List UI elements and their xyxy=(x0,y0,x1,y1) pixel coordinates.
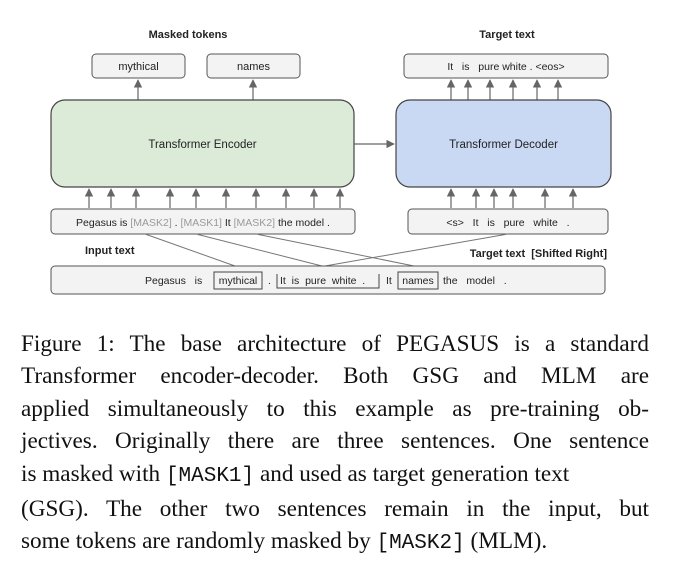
output-token-names: names xyxy=(237,61,271,73)
caption-line-5-post: and used as target generation text xyxy=(254,460,570,487)
link-names-to-mask xyxy=(255,233,415,267)
architecture-diagram: Masked tokens Target text mythical names… xyxy=(50,29,612,295)
source-mask-word-box-1 xyxy=(213,271,263,290)
shifted-target-label: Target text [Shifted Right] xyxy=(470,248,608,260)
target-output-box xyxy=(403,53,609,79)
masked-tokens-label: Masked tokens xyxy=(149,29,228,41)
enc-mask1: [MASK1] xyxy=(181,217,223,229)
transformer-encoder-label: Transformer Encoder xyxy=(148,139,256,151)
link-sentence-to-decoder xyxy=(324,233,509,267)
enc-seg-4: the model . xyxy=(275,217,330,229)
transformer-decoder-label: Transformer Decoder xyxy=(449,139,558,151)
caption-line-5: is masked with [MASK1] and used as targe… xyxy=(21,458,649,493)
output-token-mythical: mythical xyxy=(118,61,158,73)
decoder-input-text: <s> It is pure white . xyxy=(446,217,569,229)
link-mythical-to-mask xyxy=(144,233,236,267)
input-text-label: Input text xyxy=(85,245,135,257)
target-output-tokens: It is pure white . <eos> xyxy=(447,61,564,73)
source-it: It xyxy=(386,275,392,287)
target-text-label: Target text xyxy=(479,29,535,41)
source-dot: . xyxy=(268,275,271,287)
output-box-mythical xyxy=(91,53,186,79)
link-sentence-to-mask1 xyxy=(195,233,323,267)
figure-caption: Figure 1: The base architecture of PEGAS… xyxy=(21,328,649,561)
source-mask-word-2: names xyxy=(402,275,434,287)
transformer-decoder-block xyxy=(395,99,612,188)
caption-line-7-pre: some tokens are randomly masked by xyxy=(21,528,377,555)
source-sentence-bracket xyxy=(276,274,380,289)
source-sentence: It is pure white . xyxy=(280,275,365,287)
source-after: the model . xyxy=(443,275,507,287)
encoder-input-box xyxy=(50,208,356,235)
enc-seg-3: It xyxy=(222,217,234,229)
source-mask-word-1: mythical xyxy=(219,275,258,287)
caption-line-5-pre: is masked with xyxy=(21,460,166,487)
enc-seg-1: Pegasus is xyxy=(76,217,130,229)
caption-line-7-post: (MLM). xyxy=(464,528,548,555)
caption-line-2: Transformer encoder-decoder. Both GSG an… xyxy=(21,363,649,390)
enc-mask2-a: [MASK2] xyxy=(130,217,172,229)
caption-mask1: [MASK1] xyxy=(165,464,255,488)
caption-line-4: jectives. Originally there are three sen… xyxy=(21,428,649,455)
source-before: Pegasus is xyxy=(145,275,202,287)
enc-mask2-b: [MASK2] xyxy=(234,217,276,229)
caption-line-6: (GSG). The other two sentences remain in… xyxy=(21,496,649,523)
source-text-box xyxy=(50,265,606,295)
caption-mask2: [MASK2] xyxy=(376,532,465,556)
caption-line-3: applied simultaneously to this example a… xyxy=(21,395,649,422)
encoder-input-text: Pegasus is [MASK2] . [MASK1] It [MASK2] … xyxy=(76,217,330,229)
caption-line-1: Figure 1: The base architecture of PEGAS… xyxy=(21,331,649,357)
source-mask-word-box-2 xyxy=(397,271,439,290)
enc-seg-2: . xyxy=(172,217,181,229)
caption-line-7: some tokens are randomly masked by [MASK… xyxy=(21,525,649,560)
output-box-names xyxy=(206,53,301,79)
